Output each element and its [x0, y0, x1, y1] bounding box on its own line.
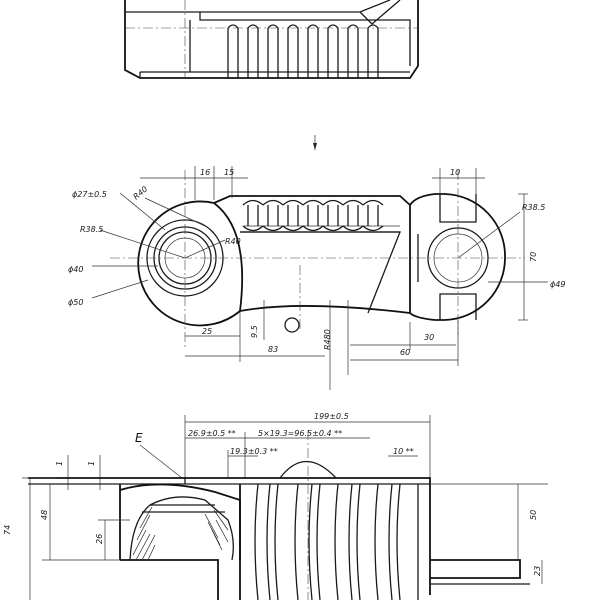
section-hatch-right: [204, 509, 229, 551]
dim-d2694: 26.9±0.5 **: [188, 429, 236, 438]
dim-d1931: 19.3±0.3 **: [230, 447, 278, 456]
dim-d49: ϕ49: [550, 280, 565, 289]
lower-hole: [284, 317, 300, 333]
dim-total: 199±0.5: [314, 412, 349, 421]
top-view: [124, 0, 419, 150]
dim-d40: ϕ40: [68, 265, 83, 274]
plan-view: ϕ27±0.5 R40 R38.5 R40 ϕ40 ϕ50 16 15 10 R…: [68, 166, 565, 390]
dim-r385-left: R38.5: [80, 225, 103, 234]
dim-h70: 70: [529, 252, 538, 262]
dim-d30: 30: [424, 333, 434, 342]
front-view: 199±0.5 26.9±0.5 ** 5×19.3=96.5±0.4 ** 1…: [3, 412, 548, 600]
dim-1a: 1: [55, 461, 64, 466]
section-hatch-left: [132, 506, 156, 561]
dim-r40-inner: R40: [225, 237, 241, 246]
dim-h23: 23: [533, 566, 542, 576]
dim-h74: 74: [3, 525, 12, 535]
dim-d95: 9.5: [250, 325, 259, 338]
dim-r385-right: R38.5: [522, 203, 545, 212]
dim-d25: 25: [202, 327, 212, 336]
dim-d60: 60: [400, 348, 410, 357]
dim-d10: 10 **: [393, 447, 414, 456]
dim-d50: ϕ50: [68, 298, 83, 307]
top-view-ribs: [227, 24, 379, 78]
dim-w16: 16: [200, 168, 210, 177]
dim-1b: 1: [87, 461, 96, 466]
dim-d83: 83: [268, 345, 278, 354]
dim-w10: 10: [450, 168, 460, 177]
dim-w15: 15: [224, 168, 234, 177]
dim-h50: 50: [529, 510, 538, 520]
dim-d27: ϕ27±0.5: [72, 190, 107, 199]
dim-h48: 48: [40, 510, 49, 520]
dim-h26: 26: [95, 534, 104, 544]
plan-ribs: [242, 199, 384, 232]
dim-r480: R480: [323, 329, 332, 350]
section-label-e: E: [135, 431, 143, 445]
dim-pitch: 5×19.3=96.5±0.4 **: [258, 429, 342, 438]
